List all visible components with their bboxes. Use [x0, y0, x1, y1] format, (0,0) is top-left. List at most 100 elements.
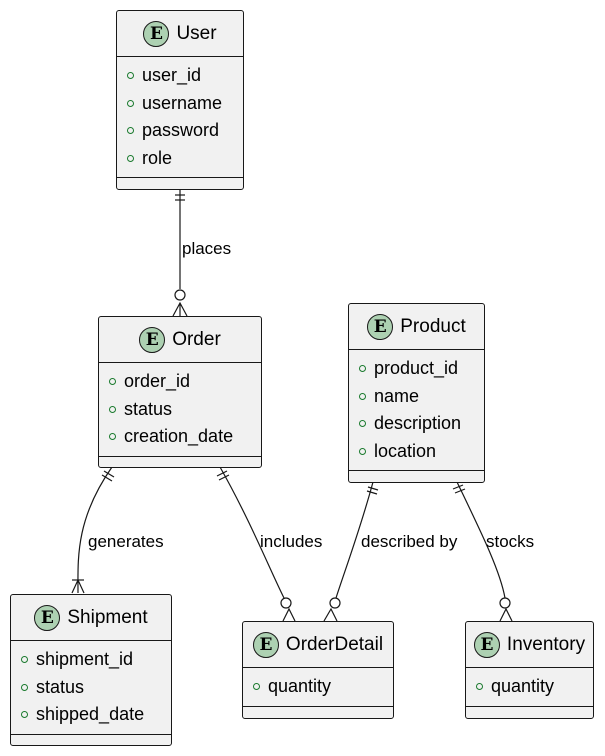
attribute-item: shipment_id: [21, 646, 171, 674]
edge-product-inventory-one-mark: [454, 488, 466, 494]
attribute-label: quantity: [491, 676, 555, 697]
edge-user-order-zero-mark: [174, 289, 186, 301]
attribute-item: username: [127, 90, 243, 118]
attribute-marker-icon: [359, 420, 366, 428]
entity-header: E Product: [349, 304, 484, 350]
attribute-label: order_id: [124, 371, 191, 392]
attribute-item: user_id: [127, 62, 243, 90]
edge-order-shipment: [77, 466, 113, 594]
attribute-item: creation_date: [109, 423, 261, 451]
attribute-marker-icon: [476, 683, 483, 691]
attribute-marker-icon: [359, 447, 366, 455]
entity-badge-icon: E: [143, 20, 170, 47]
edge-order-orderdetail-one-mark: [218, 474, 230, 481]
attribute-item: shipped_date: [21, 701, 171, 729]
entity-footer: [117, 177, 243, 188]
attribute-label: username: [142, 92, 223, 113]
attribute-label: status: [36, 676, 85, 697]
attribute-label: shipment_id: [36, 649, 134, 670]
attribute-marker-icon: [21, 683, 28, 691]
attribute-list: quantity: [466, 668, 593, 706]
attribute-label: status: [124, 398, 173, 419]
attribute-marker-icon: [109, 378, 116, 386]
entity-title: Product: [400, 315, 466, 337]
entity-footer: [11, 733, 171, 745]
entity-inventory[interactable]: E Inventory quantity: [465, 621, 594, 719]
attribute-marker-icon: [253, 683, 260, 691]
entity-badge-icon: E: [139, 326, 166, 353]
edge-product-orderdetail-crowfoot: [323, 607, 338, 622]
entity-footer: [466, 705, 593, 717]
attribute-marker-icon: [109, 405, 116, 413]
attribute-list: product_id name description location: [349, 350, 484, 470]
relation-label-places: places: [182, 239, 231, 258]
edge-product-orderdetail-one-mark: [366, 490, 378, 495]
attribute-marker-icon: [127, 154, 134, 162]
attribute-marker-icon: [21, 711, 28, 719]
entity-header: E Shipment: [11, 595, 171, 641]
edge-order-shipment-crowfoot: [71, 578, 85, 594]
edge-user-order-crowfoot: [172, 301, 188, 317]
edge-product-orderdetail: [335, 481, 374, 599]
entity-badge-icon: E: [34, 604, 61, 631]
entity-badge-icon: E: [252, 631, 279, 658]
entity-product[interactable]: E Product product_id name description lo…: [348, 303, 485, 483]
edge-product-inventory-crowfoot: [499, 607, 513, 622]
attribute-item: password: [127, 117, 243, 145]
attribute-label: quantity: [268, 676, 332, 697]
attribute-marker-icon: [359, 392, 366, 400]
attribute-label: creation_date: [124, 426, 234, 447]
edge-product-orderdetail-zero-mark: [329, 597, 341, 609]
attribute-item: description: [359, 410, 484, 438]
edge-order-orderdetail-one-mark: [216, 470, 228, 477]
edge-order-orderdetail: [219, 466, 285, 599]
edge-order-orderdetail-crowfoot: [282, 607, 296, 622]
edge-product-orderdetail-one-mark: [367, 486, 379, 491]
entity-header: E OrderDetail: [243, 622, 393, 668]
attribute-marker-icon: [109, 433, 116, 441]
attribute-item: product_id: [359, 355, 484, 383]
entity-user[interactable]: E User user_id username password role: [116, 10, 244, 190]
attribute-item: quantity: [476, 673, 593, 701]
attribute-list: order_id status creation_date: [99, 363, 261, 456]
relation-label-includes: includes: [260, 532, 322, 551]
relation-label-described-by: described by: [361, 532, 458, 551]
attribute-label: name: [374, 385, 420, 406]
entity-badge-icon: E: [473, 631, 500, 658]
attribute-label: role: [142, 147, 173, 168]
attribute-item: order_id: [109, 368, 261, 396]
entity-title: Shipment: [67, 606, 148, 628]
attribute-label: description: [374, 413, 462, 434]
relation-label-generates: generates: [88, 532, 164, 551]
entity-shipment[interactable]: E Shipment shipment_id status shipped_da…: [10, 594, 172, 746]
edge-product-inventory-one-mark: [452, 484, 464, 490]
attribute-item: quantity: [253, 673, 393, 701]
entity-footer: [243, 705, 393, 717]
relation-label-stocks: stocks: [486, 532, 534, 551]
attribute-item: location: [359, 438, 484, 466]
entity-footer: [349, 470, 484, 481]
entity-badge-icon: E: [367, 313, 394, 340]
attribute-item: status: [109, 396, 261, 424]
attribute-label: location: [374, 440, 437, 461]
entity-header: E Order: [99, 317, 261, 363]
entity-title: OrderDetail: [285, 633, 384, 655]
entity-order[interactable]: E Order order_id status creation_date: [98, 316, 262, 468]
attribute-item: status: [21, 674, 171, 702]
attribute-label: shipped_date: [36, 704, 145, 725]
attribute-list: shipment_id status shipped_date: [11, 641, 171, 734]
attribute-list: quantity: [243, 668, 393, 706]
edge-product-inventory: [456, 481, 506, 599]
attribute-marker-icon: [127, 72, 134, 80]
entity-title: Inventory: [506, 633, 586, 655]
attribute-marker-icon: [127, 99, 134, 107]
attribute-item: name: [359, 383, 484, 411]
edge-order-shipment-one-mark: [103, 470, 115, 478]
edge-order-shipment-one-mark: [101, 474, 113, 482]
edge-order-orderdetail-zero-mark: [280, 597, 292, 609]
entity-header: E Inventory: [466, 622, 593, 668]
entity-orderdetail[interactable]: E OrderDetail quantity: [242, 621, 394, 719]
attribute-label: user_id: [142, 65, 202, 86]
attribute-marker-icon: [21, 656, 28, 664]
